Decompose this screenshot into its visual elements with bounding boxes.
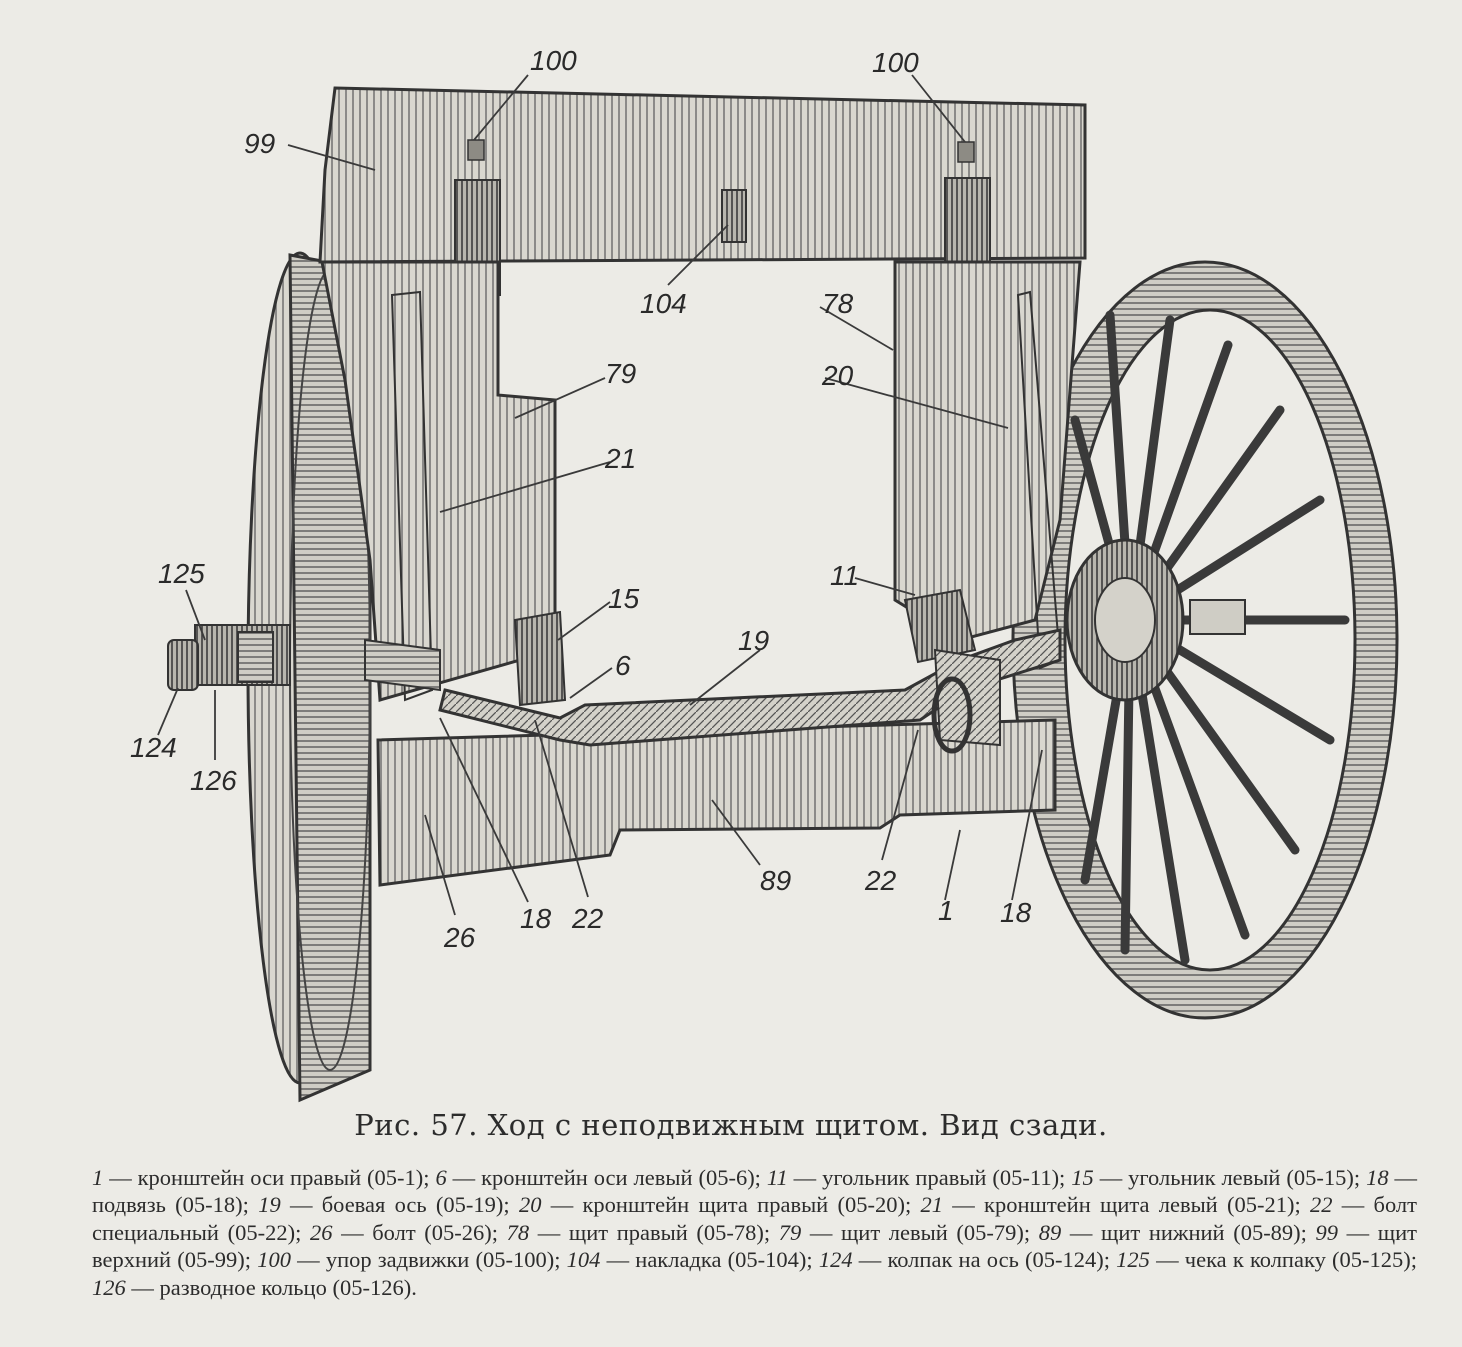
legend-item-text: — подвязь (05-18); bbox=[92, 1165, 1418, 1218]
callout-78: 78 bbox=[822, 288, 854, 319]
legend-item-text: — накладка (05-104); bbox=[600, 1247, 819, 1273]
callout-21: 21 bbox=[604, 443, 636, 474]
callout-79: 79 bbox=[605, 358, 636, 389]
legend-item-text: — разводное кольцо (05-126). bbox=[125, 1274, 417, 1300]
legend-item: 89 — щит нижний (05-89); bbox=[1039, 1220, 1316, 1245]
legend-item: 20 — кронштейн щита правый (05-20); bbox=[519, 1192, 921, 1217]
callout-1: 1 bbox=[938, 895, 954, 926]
legend-item-number: 104 bbox=[566, 1247, 601, 1273]
legend-item-text: — упор задвижки (05-100); bbox=[290, 1247, 567, 1273]
legend-item: 126 — разводное кольцо (05-126). bbox=[92, 1275, 417, 1300]
figure-caption: Рис. 57. Ход с неподвижным щитом. Вид сз… bbox=[354, 1108, 1108, 1142]
legend-item: 124 — колпак на ось (05-124); bbox=[819, 1247, 1116, 1272]
callout-6: 6 bbox=[615, 650, 631, 681]
legend-item: 100 — упор задвижки (05-100); bbox=[257, 1247, 566, 1272]
towing-ring bbox=[931, 676, 973, 754]
legend-item: 104 — накладка (05-104); bbox=[567, 1247, 819, 1272]
legend-item-number: 11 bbox=[766, 1165, 788, 1190]
legend-item-number: 1 bbox=[92, 1165, 104, 1190]
legend-item-number: 15 bbox=[1071, 1165, 1094, 1190]
legend-item: 11 — угольник правый (05-11); bbox=[767, 1165, 1071, 1190]
legend-item-number: 26 bbox=[309, 1219, 333, 1245]
callout-15: 15 bbox=[608, 583, 640, 614]
axle-cap bbox=[167, 624, 291, 691]
legend-item-text: — щит правый (05-78); bbox=[529, 1219, 779, 1245]
legend-item-text: — кронштейн оси левый (05-6); bbox=[446, 1165, 767, 1190]
legend-item-text: — щит нижний (05-89); bbox=[1061, 1219, 1316, 1245]
legend-item: 1 — кронштейн оси правый (05-1); bbox=[92, 1165, 435, 1190]
legend-item: 99 — щит верхний (05-99); bbox=[92, 1220, 1417, 1272]
leader-lines bbox=[157, 74, 1043, 916]
legend-item: 15 — угольник левый (05-15); bbox=[1071, 1165, 1366, 1190]
legend-item: 125 — чека к колпаку (05-125); bbox=[1116, 1247, 1417, 1272]
legend-item-text: — колпак на ось (05-124); bbox=[852, 1247, 1117, 1273]
callout-125: 125 bbox=[158, 558, 205, 589]
legend-item-text: — угольник левый (05-15); bbox=[1093, 1165, 1367, 1190]
legend-item-number: 89 bbox=[1038, 1219, 1062, 1245]
legend-item-number: 125 bbox=[1116, 1247, 1150, 1273]
legend-item: 26 — болт (05-26); bbox=[310, 1220, 507, 1245]
legend-item-number: 19 bbox=[258, 1192, 281, 1218]
legend-item-number: 21 bbox=[920, 1192, 944, 1218]
legend-item: 21 — кронштейн щита левый (05-21); bbox=[921, 1192, 1311, 1217]
legend-item: 78 — щит правый (05-78); bbox=[507, 1220, 779, 1245]
carriage-diagram: 100 100 99 104 78 79 20 21 125 15 11 19 … bbox=[130, 45, 1399, 1103]
callout-22-right: 22 bbox=[864, 865, 897, 896]
legend-item: 79 — щит левый (05-79); bbox=[779, 1220, 1039, 1245]
callout-124: 124 bbox=[130, 732, 177, 763]
axle-stub-left bbox=[364, 638, 441, 692]
callout-19: 19 bbox=[738, 625, 769, 656]
plate-104 bbox=[721, 189, 747, 243]
callout-18-right: 18 bbox=[1000, 897, 1032, 928]
callout-104: 104 bbox=[640, 288, 687, 319]
legend-item-number: 18 bbox=[1366, 1165, 1389, 1190]
legend-item: 19 — боевая ось (05-19); bbox=[258, 1192, 519, 1217]
legend-item-number: 78 bbox=[506, 1219, 530, 1245]
callout-99: 99 bbox=[244, 128, 275, 159]
legend-item-number: 126 bbox=[92, 1274, 126, 1300]
legend-item-text: — кронштейн щита левый (05-21); bbox=[943, 1192, 1310, 1218]
right-angle-11 bbox=[903, 588, 977, 664]
callout-126: 126 bbox=[190, 765, 237, 796]
legend-item-number: 124 bbox=[818, 1247, 853, 1273]
legend-item-text: — болт специальный (05-22); bbox=[92, 1192, 1417, 1245]
legend-item-text: — чека к колпаку (05-125); bbox=[1149, 1247, 1417, 1273]
legend-item-text: — болт (05-26); bbox=[332, 1219, 507, 1245]
legend-item-number: 6 bbox=[435, 1165, 447, 1190]
right-wheel bbox=[1011, 260, 1399, 1020]
legend-item-number: 79 bbox=[778, 1219, 802, 1245]
left-wheel bbox=[246, 251, 372, 1103]
callout-20: 20 bbox=[821, 360, 854, 391]
callout-26: 26 bbox=[443, 922, 476, 953]
left-angle-15 bbox=[513, 610, 567, 707]
legend-item-number: 22 bbox=[1310, 1192, 1333, 1218]
callout-89: 89 bbox=[760, 865, 791, 896]
legend-item-number: 100 bbox=[257, 1247, 291, 1273]
legend-item: 6 — кронштейн оси левый (05-6); bbox=[435, 1165, 766, 1190]
legend-item: 22 — болт специальный (05-22); bbox=[92, 1192, 1417, 1244]
legend-item-text: — кронштейн оси правый (05-1); bbox=[103, 1165, 436, 1190]
legend-item-text: — щит верхний (05-99); bbox=[92, 1219, 1417, 1273]
parts-legend: 1 — кронштейн оси правый (05-1); 6 — кро… bbox=[92, 1164, 1417, 1301]
combat-axle bbox=[438, 628, 1062, 747]
legend-item-number: 99 bbox=[1315, 1219, 1339, 1245]
legend-item-text: — угольник правый (05-11); bbox=[787, 1165, 1072, 1190]
callout-100-left: 100 bbox=[530, 45, 577, 76]
legend-item-text: — боевая ось (05-19); bbox=[280, 1192, 519, 1218]
callout-18-left: 18 bbox=[520, 903, 552, 934]
callout-11: 11 bbox=[830, 560, 859, 591]
legend-item: 18 — подвязь (05-18); bbox=[92, 1165, 1417, 1217]
legend-item-text: — щит левый (05-79); bbox=[801, 1219, 1039, 1245]
callout-100-right: 100 bbox=[872, 47, 919, 78]
callout-22-left: 22 bbox=[571, 903, 604, 934]
legend-item-text: — кронштейн щита правый (05-20); bbox=[541, 1192, 921, 1218]
legend-item-number: 20 bbox=[518, 1192, 542, 1218]
left-shield-bracket bbox=[390, 290, 434, 702]
